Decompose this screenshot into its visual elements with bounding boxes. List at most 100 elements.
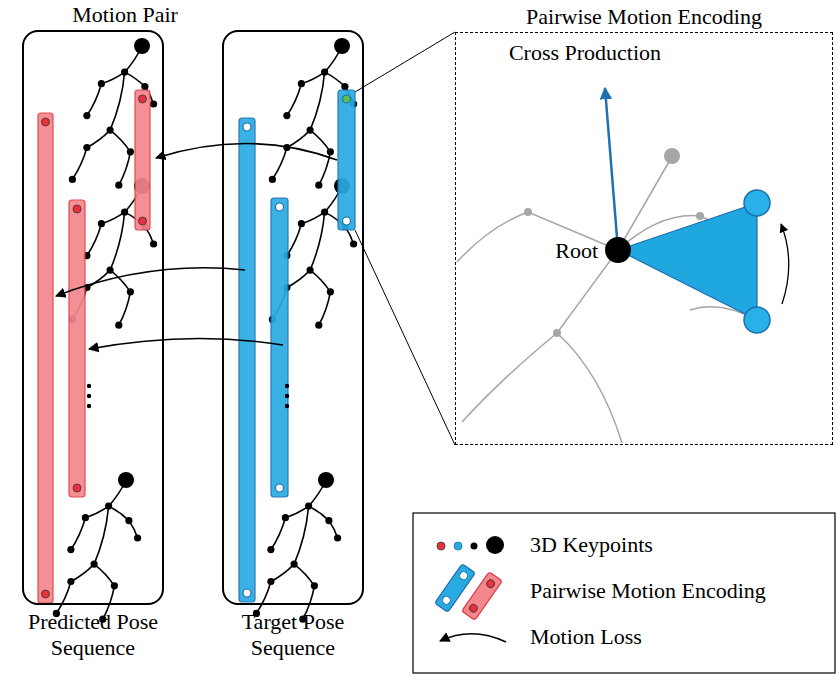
joint xyxy=(524,208,532,216)
joint xyxy=(327,148,334,155)
bone xyxy=(94,506,109,564)
legend-sample xyxy=(437,542,445,550)
bone xyxy=(101,212,124,224)
bone xyxy=(310,72,325,130)
joint xyxy=(125,517,132,524)
bone xyxy=(294,506,309,564)
legend-sample xyxy=(454,542,462,550)
blue-bar xyxy=(239,118,255,602)
bone xyxy=(110,130,130,152)
joint xyxy=(283,112,290,119)
joint xyxy=(150,240,157,247)
legend-entry: Pairwise Motion Encoding xyxy=(530,578,766,604)
motion-loss-arrow xyxy=(156,143,337,160)
bone xyxy=(309,506,329,520)
bone xyxy=(71,518,86,550)
keypoint-label: Root xyxy=(520,238,598,264)
bone xyxy=(56,582,71,614)
panel-heading: Target Pose Sequence xyxy=(204,609,382,661)
joint xyxy=(98,220,105,227)
joint xyxy=(341,83,348,90)
joint xyxy=(83,112,90,119)
keypoint xyxy=(139,95,147,103)
joint xyxy=(267,546,274,553)
legend-sample xyxy=(440,634,506,642)
legend-text: Pairwise Motion Encoding xyxy=(530,578,766,603)
bone xyxy=(71,564,94,581)
bone xyxy=(287,270,310,287)
joint xyxy=(127,148,134,155)
red-bar xyxy=(69,200,85,497)
pose-sequence-panel: Predicted Pose Sequence xyxy=(22,30,164,605)
joint xyxy=(311,582,318,589)
joint xyxy=(91,561,98,568)
joint xyxy=(350,240,357,247)
joint xyxy=(98,80,105,87)
bone xyxy=(110,72,125,130)
keypoint xyxy=(343,217,351,225)
bone xyxy=(256,582,271,614)
red-bar xyxy=(135,90,150,230)
joint xyxy=(127,288,134,295)
joint xyxy=(267,578,274,585)
joint xyxy=(115,182,122,189)
joint xyxy=(327,288,334,295)
bone xyxy=(301,212,324,224)
joint xyxy=(107,267,114,274)
pose-skeletons xyxy=(53,38,357,623)
joint xyxy=(141,83,148,90)
bone xyxy=(272,148,287,180)
bone xyxy=(285,506,308,518)
joint xyxy=(325,517,332,524)
joint xyxy=(115,322,122,329)
bone xyxy=(101,72,124,84)
bone xyxy=(294,564,314,586)
joint xyxy=(105,503,112,510)
bone xyxy=(72,148,87,180)
joint xyxy=(118,472,134,488)
bone xyxy=(109,506,129,520)
bone xyxy=(325,72,345,87)
joint xyxy=(134,38,150,54)
joint xyxy=(121,69,128,76)
bone xyxy=(287,130,310,147)
keypoint xyxy=(744,307,770,333)
bone xyxy=(110,270,130,292)
bone xyxy=(319,292,331,325)
joint xyxy=(298,80,305,87)
zoom-inset: Pairwise Motion Encoding xyxy=(455,32,833,445)
joint xyxy=(107,127,114,134)
joint xyxy=(307,267,314,274)
joint xyxy=(321,209,328,216)
joint xyxy=(305,503,312,510)
joint xyxy=(334,38,350,54)
keypoint xyxy=(42,590,50,598)
inset-skeleton xyxy=(457,160,757,443)
joint xyxy=(67,546,74,553)
joint xyxy=(121,209,128,216)
pose-sequence-panel: Target Pose Sequence xyxy=(222,30,364,605)
blue-bar xyxy=(338,90,355,230)
keypoint xyxy=(73,205,81,213)
bone xyxy=(119,292,131,325)
joint xyxy=(82,514,89,521)
joint xyxy=(150,100,157,107)
legend-sample xyxy=(471,543,478,550)
keypoint xyxy=(243,123,251,131)
keypoint xyxy=(276,203,284,211)
keypoint xyxy=(139,217,147,225)
bone xyxy=(271,564,294,581)
joint xyxy=(282,514,289,521)
blue-bar xyxy=(271,198,288,497)
joint xyxy=(315,322,322,329)
vector-label: Cross Production xyxy=(470,40,700,66)
bone xyxy=(94,564,114,586)
joint xyxy=(321,69,328,76)
legend-frame xyxy=(413,513,835,673)
encoding-bars xyxy=(38,90,355,603)
zoom-line xyxy=(355,32,455,92)
panel-heading: Predicted Pose Sequence xyxy=(4,609,182,661)
keypoint xyxy=(343,95,351,103)
